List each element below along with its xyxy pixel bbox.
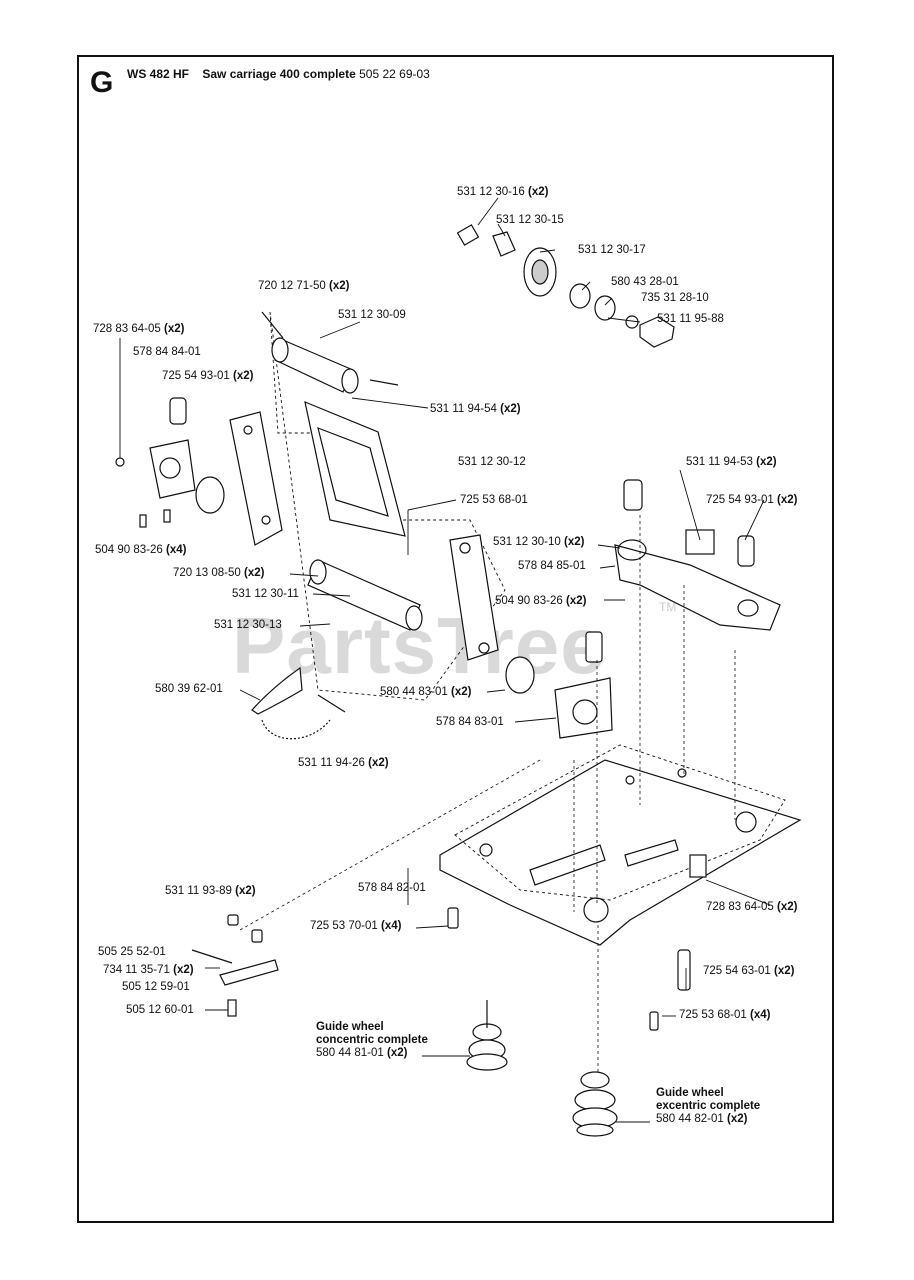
part-label: 531 12 30-15: [496, 214, 564, 226]
part-label: 531 12 30-16 (x2): [457, 186, 549, 198]
part-label: 505 12 60-01: [126, 1004, 194, 1016]
lower-left-parts-drawing: [191, 759, 541, 1017]
part-label: 531 12 30-12: [458, 456, 526, 468]
part-label: 725 54 63-01 (x2): [703, 965, 795, 977]
part-label: 531 12 30-09: [338, 309, 406, 321]
part-label: 531 11 95-88: [657, 313, 724, 325]
part-label: 720 13 08-50 (x2): [173, 567, 265, 579]
diagram-header: WS 482 HF Saw carriage 400 complete 505 …: [127, 67, 430, 81]
part-label: 725 54 93-01 (x2): [706, 494, 798, 506]
part-label: 531 11 93-89 (x2): [165, 885, 256, 897]
roller-drawing: [261, 311, 399, 394]
part-label: 725 53 68-01 (x4): [679, 1009, 771, 1021]
part-label: 580 44 83-01 (x2): [380, 686, 472, 698]
model-name: WS 482 HF: [127, 67, 190, 81]
part-label: 580 43 28-01: [611, 276, 679, 288]
part-label: 531 12 30-17: [578, 244, 646, 256]
part-label: 531 12 30-11: [232, 588, 299, 600]
assembly-label-excentric: Guide wheel excentric complete 580 44 82…: [656, 1087, 761, 1125]
part-label: 725 53 70-01 (x4): [310, 920, 402, 932]
part-label: 725 54 93-01 (x2): [162, 370, 254, 382]
left-clamp-drawing: [115, 397, 225, 528]
part-label: 735 31 28-10: [641, 292, 709, 304]
part-label: 725 53 68-01: [460, 494, 528, 506]
upper-arm-drawing: [614, 479, 781, 631]
part-label: 531 12 30-13: [214, 619, 282, 631]
part-label: 720 12 71-50 (x2): [258, 280, 350, 292]
part-label: 504 90 83-26 (x4): [95, 544, 187, 556]
part-label: 505 12 59-01: [122, 981, 190, 993]
gear-assembly-drawing: [456, 224, 675, 348]
part-label: 728 83 64-05 (x2): [706, 901, 798, 913]
part-label: 578 84 84-01: [133, 346, 201, 358]
part-label: 578 84 85-01: [518, 560, 586, 572]
part-label: 580 39 62-01: [155, 683, 223, 695]
part-label: 531 11 94-53 (x2): [686, 456, 777, 468]
part-label: 578 84 83-01: [436, 716, 504, 728]
guide-wheel-concentric-drawing: [466, 1000, 508, 1071]
base-plate-drawing: [439, 744, 802, 946]
assembly-title: Saw carriage 400 complete: [202, 67, 356, 81]
assembly-part-number: 505 22 69-03: [359, 67, 430, 81]
part-label: 728 83 64-05 (x2): [93, 323, 185, 335]
part-label: 531 12 30-10 (x2): [493, 536, 585, 548]
part-label: 578 84 82-01: [358, 882, 426, 894]
watermark-trademark: TM: [659, 600, 677, 614]
part-label: 531 11 94-54 (x2): [430, 403, 521, 415]
part-label: 504 90 83-26 (x2): [495, 595, 587, 607]
section-letter: G: [90, 66, 114, 99]
assembly-label-concentric: Guide wheel concentric complete 580 44 8…: [316, 1021, 428, 1059]
part-label: 531 11 94-26 (x2): [298, 757, 389, 769]
diagram-frame: [77, 55, 834, 1223]
part-label: 505 25 52-01: [98, 946, 166, 958]
part-label: 734 11 35-71 (x2): [103, 964, 194, 976]
guide-wheel-excentric-drawing: [572, 1071, 618, 1137]
